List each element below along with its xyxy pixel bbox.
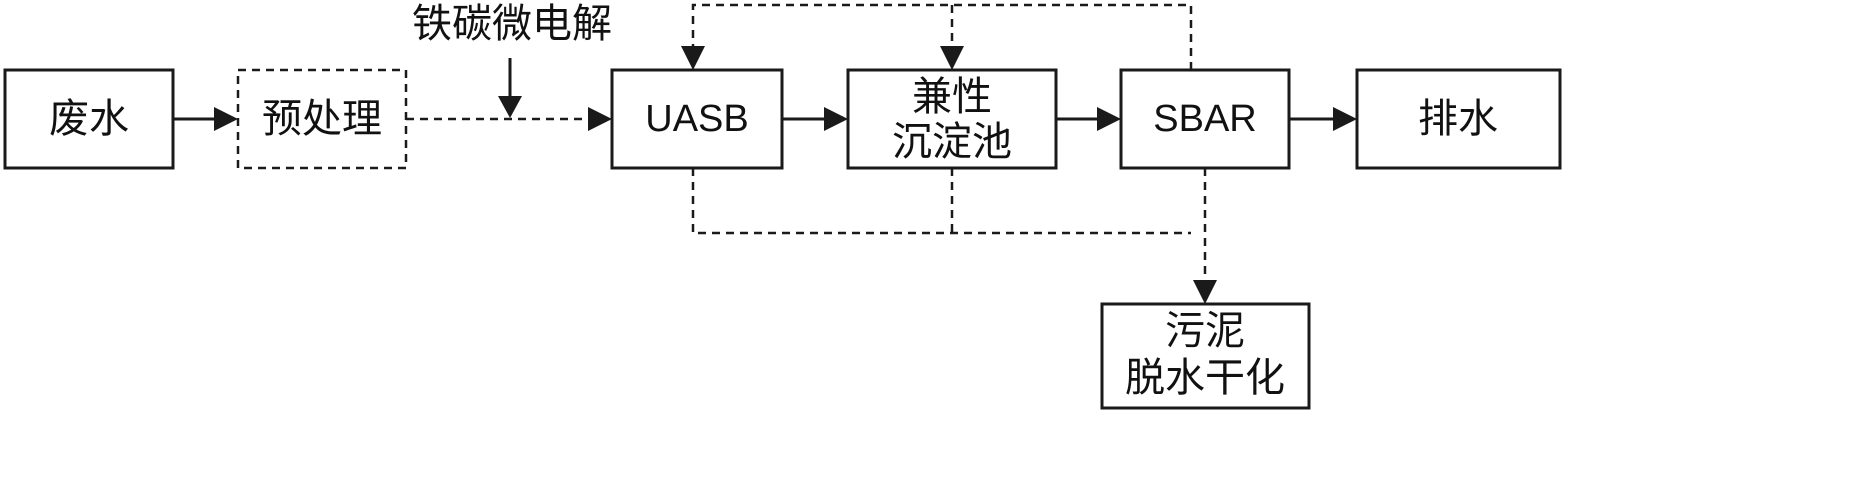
recycle-return-loop xyxy=(681,3,1193,70)
arrow-wastewater-to-pretreatment xyxy=(173,107,238,131)
node-sludge-label-line1: 污泥 xyxy=(1165,308,1245,354)
arrow-pretreatment-to-uasb xyxy=(406,107,612,131)
arrow-facultative-to-sbar xyxy=(1056,107,1121,131)
annotation-iron-carbon: 铁碳微电解 xyxy=(412,1,612,47)
node-sbar: SBAR xyxy=(1119,68,1291,170)
arrow-iron-carbon-input xyxy=(498,58,522,118)
node-wastewater: 废水 xyxy=(3,68,175,170)
node-facultative-label-line1: 兼性 xyxy=(912,74,992,120)
node-pretreatment-label: 预处理 xyxy=(262,96,382,142)
node-discharge-label: 排水 xyxy=(1418,96,1498,142)
arrow-uasb-to-facultative xyxy=(782,107,848,131)
arrow-sbar-to-discharge xyxy=(1289,107,1357,131)
node-uasb-label: UASB xyxy=(645,98,748,140)
node-facultative-label-line2: 沉淀池 xyxy=(892,119,1012,165)
node-pretreatment: 预处理 xyxy=(236,68,408,170)
node-sludge-dewatering: 污泥 脱水干化 xyxy=(1100,302,1311,410)
node-sludge-label-line2: 脱水干化 xyxy=(1125,355,1285,401)
node-sbar-label: SBAR xyxy=(1153,98,1256,140)
node-uasb: UASB xyxy=(610,68,784,170)
node-discharge: 排水 xyxy=(1355,68,1562,170)
node-wastewater-label: 废水 xyxy=(49,96,129,142)
sludge-collection-line xyxy=(691,168,1217,304)
node-facultative-settling-tank: 兼性 沉淀池 xyxy=(846,68,1058,170)
